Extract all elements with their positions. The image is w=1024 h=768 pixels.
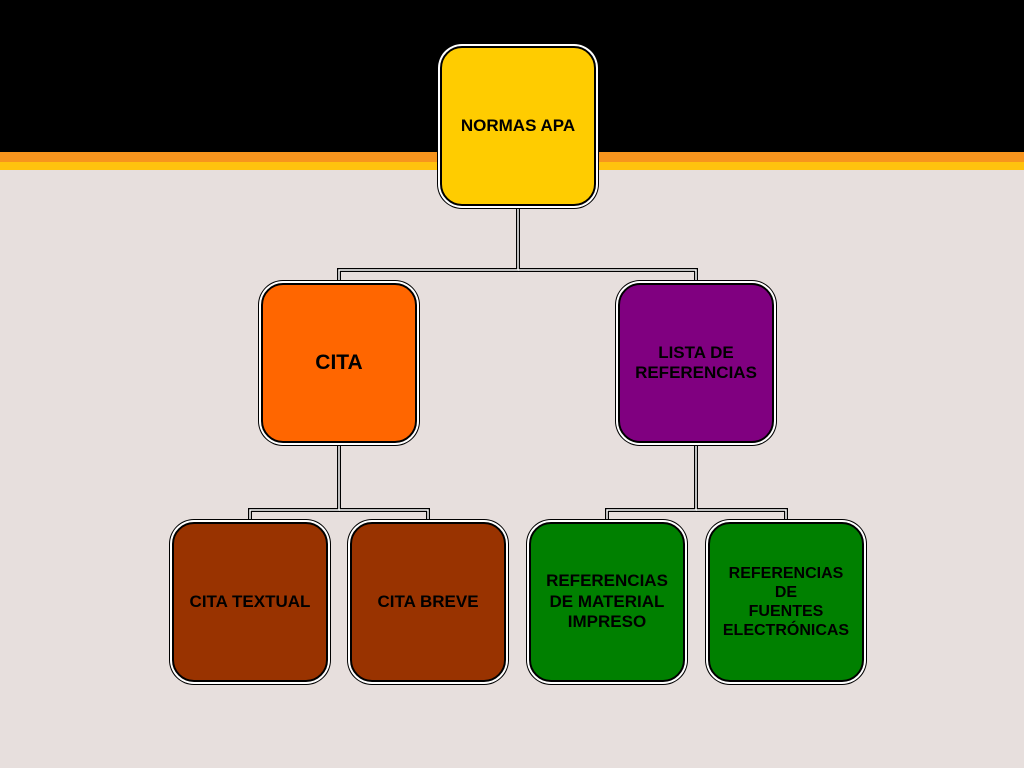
- node-label: CITA TEXTUAL: [189, 591, 311, 611]
- node-label: NORMAS APA: [460, 115, 576, 135]
- node-referencias-fuentes-electronicas: REFERENCIAS DE FUENTES ELECTRÓNICAS: [708, 522, 864, 682]
- node-cita-breve: CITA BREVE: [350, 522, 506, 682]
- node-cita: CITA: [261, 283, 417, 443]
- node-label: CITA: [315, 351, 363, 375]
- node-referencias-material-impreso: REFERENCIAS DE MATERIAL IMPRESO: [529, 522, 685, 682]
- node-label: REFERENCIAS DE FUENTES ELECTRÓNICAS: [722, 564, 850, 640]
- edge-root-lista: [518, 268, 698, 283]
- node-cita-textual: CITA TEXTUAL: [172, 522, 328, 682]
- edge-cita-breve: [339, 508, 430, 522]
- node-lista-de-referencias: LISTA DE REFERENCIAS: [618, 283, 774, 443]
- node-normas-apa: NORMAS APA: [440, 46, 596, 206]
- edge-lista-electro: [696, 508, 788, 522]
- node-label: CITA BREVE: [377, 591, 479, 611]
- node-label: LISTA DE REFERENCIAS: [635, 342, 757, 382]
- node-label: REFERENCIAS DE MATERIAL IMPRESO: [546, 571, 668, 632]
- edge-root-cita: [337, 206, 520, 283]
